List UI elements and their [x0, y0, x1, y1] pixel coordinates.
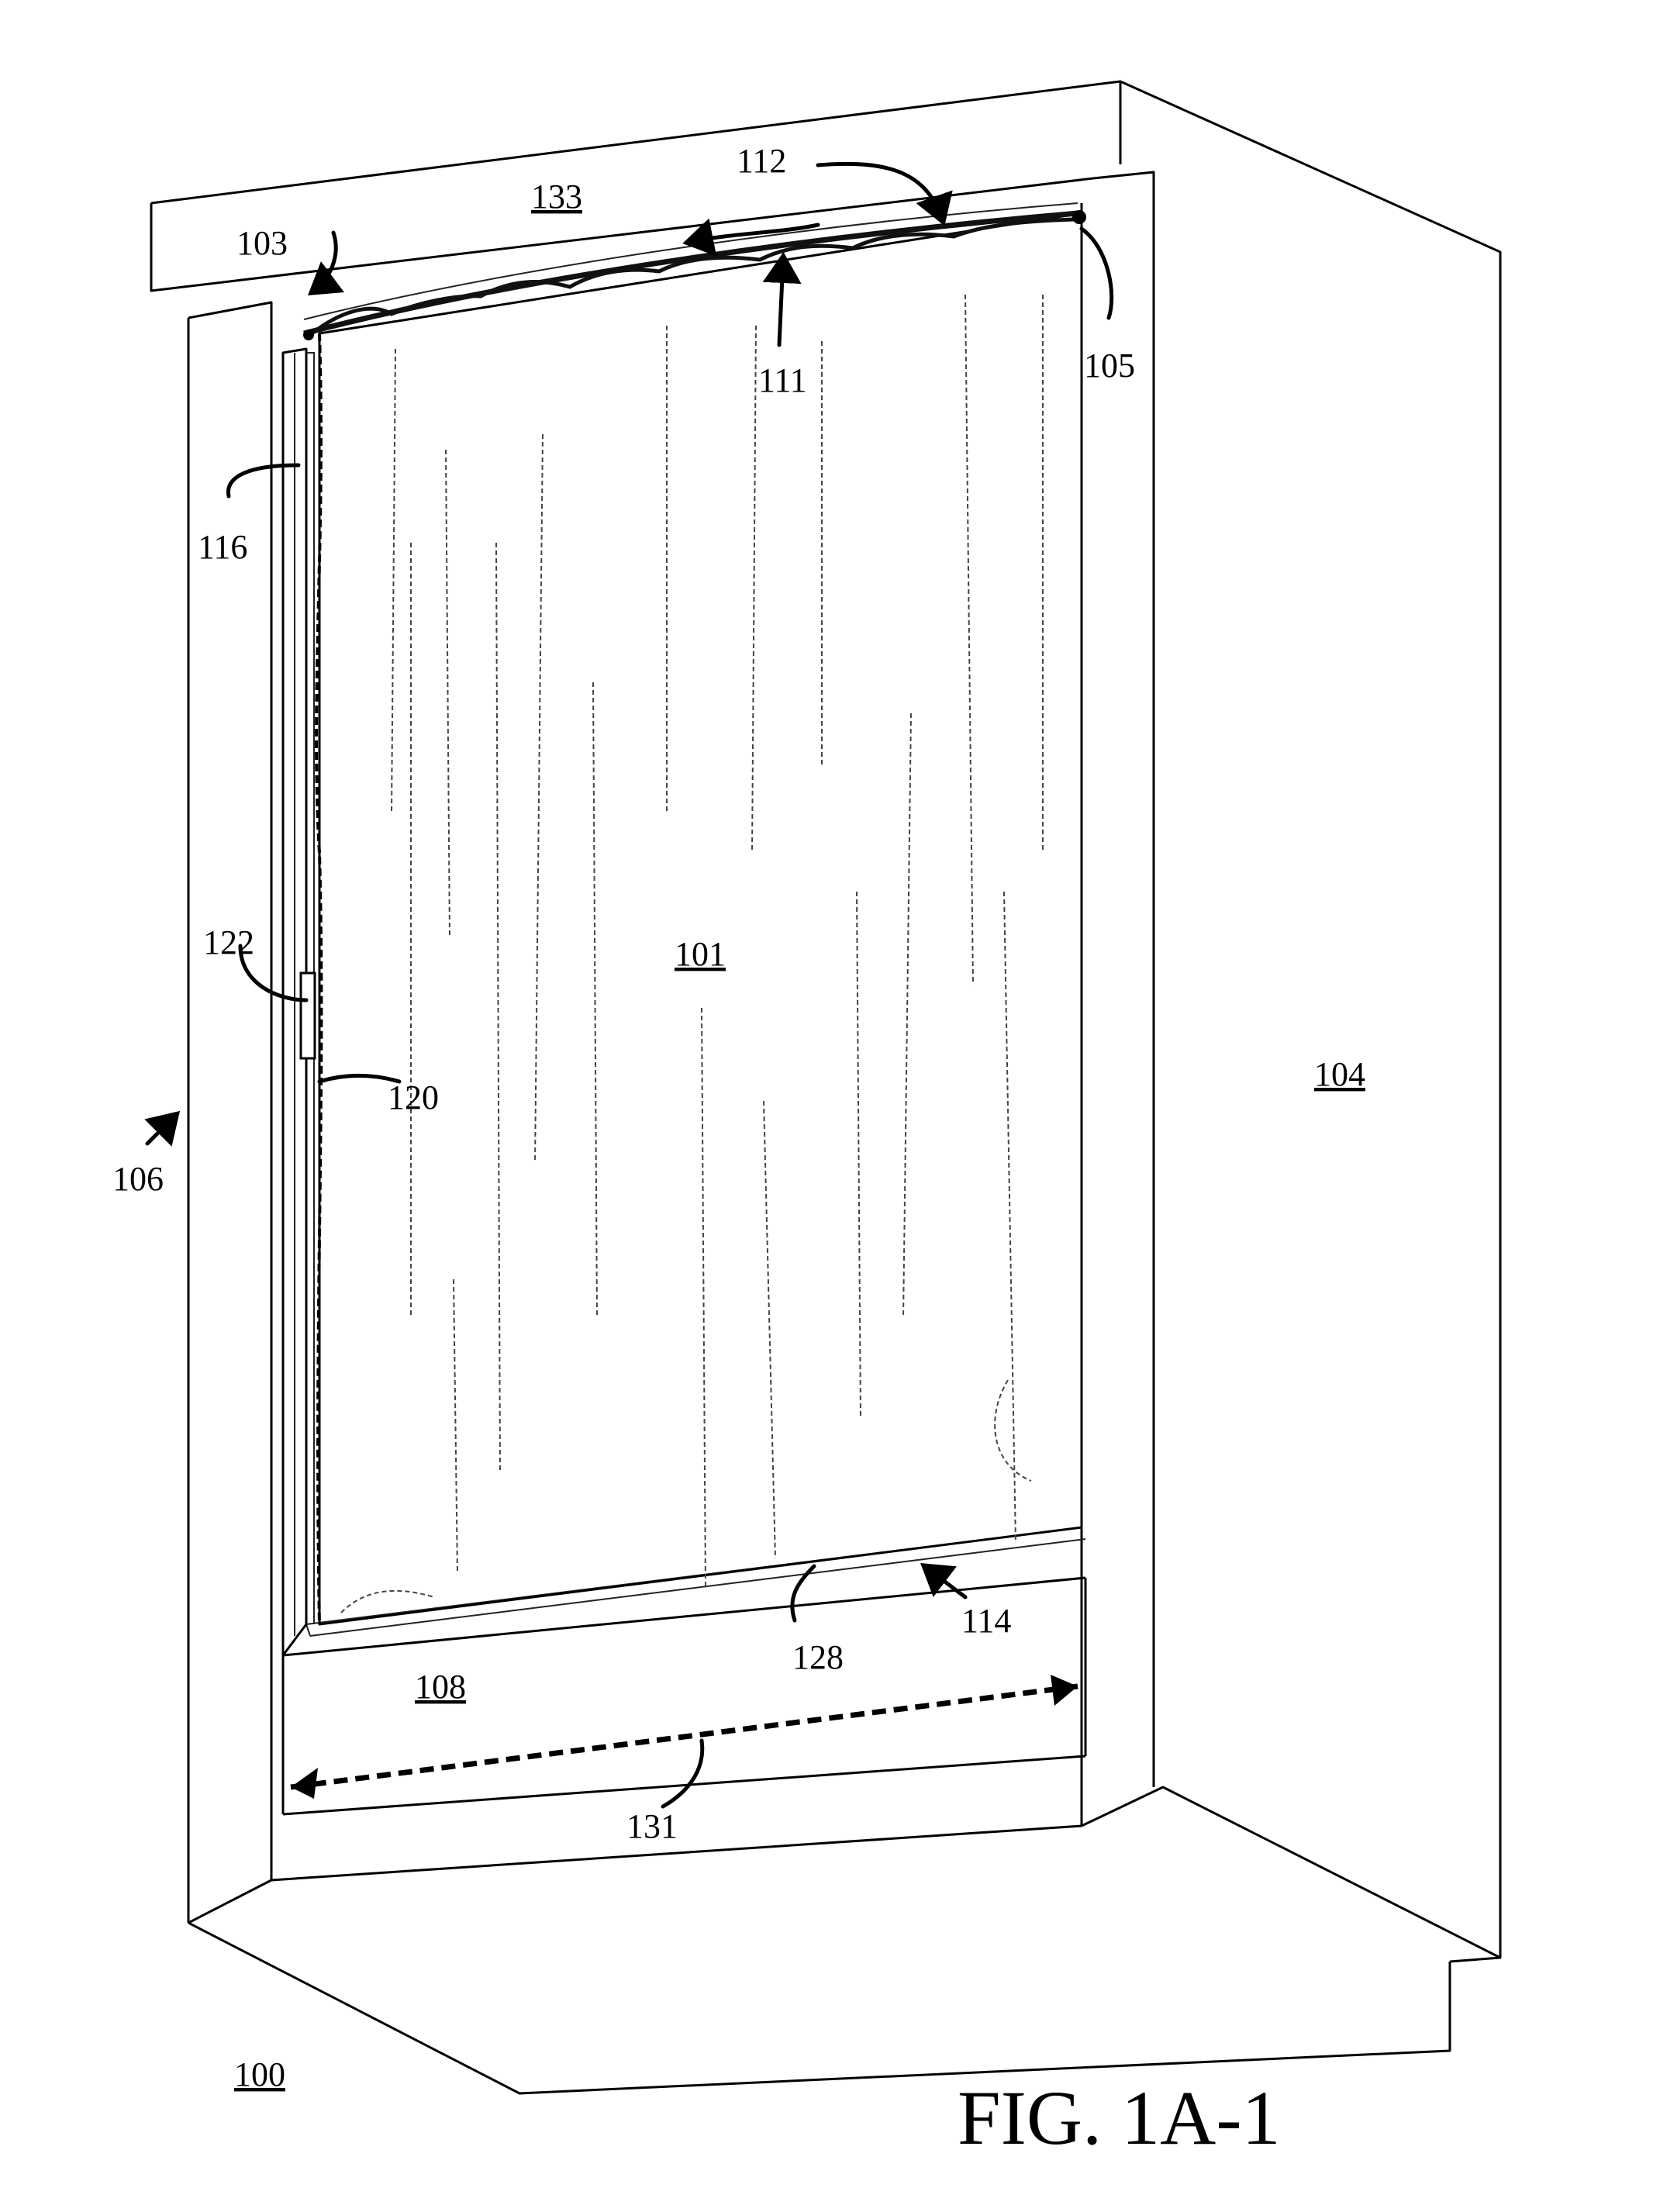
label-111: 111 — [758, 361, 807, 399]
label-100: 100 — [234, 2055, 285, 2093]
curtain-panel — [316, 213, 1082, 1624]
label-114: 114 — [961, 1602, 1011, 1640]
label-103: 103 — [236, 224, 288, 262]
label-116: 116 — [198, 528, 247, 566]
label-104: 104 — [1314, 1055, 1365, 1093]
curtain-rod — [303, 203, 1086, 340]
label-128: 128 — [792, 1638, 844, 1676]
reference-labels: 103 112 133 111 105 116 122 101 120 104 … — [112, 142, 1365, 2093]
label-122: 122 — [203, 923, 254, 961]
label-120: 120 — [388, 1078, 439, 1116]
label-101: 101 — [675, 935, 726, 973]
label-106: 106 — [112, 1160, 164, 1198]
figure-caption: FIG. 1A-1 — [958, 2075, 1281, 2161]
track-clip — [301, 973, 315, 1058]
label-133: 133 — [531, 178, 582, 216]
label-112: 112 — [737, 142, 786, 180]
left-track — [283, 349, 315, 1655]
enclosure-structure — [151, 81, 1500, 2093]
leader-lines — [147, 164, 1112, 1807]
label-131: 131 — [626, 1807, 678, 1845]
label-105: 105 — [1084, 347, 1135, 385]
label-108: 108 — [415, 1668, 466, 1706]
travel-arrow — [291, 1675, 1078, 1799]
